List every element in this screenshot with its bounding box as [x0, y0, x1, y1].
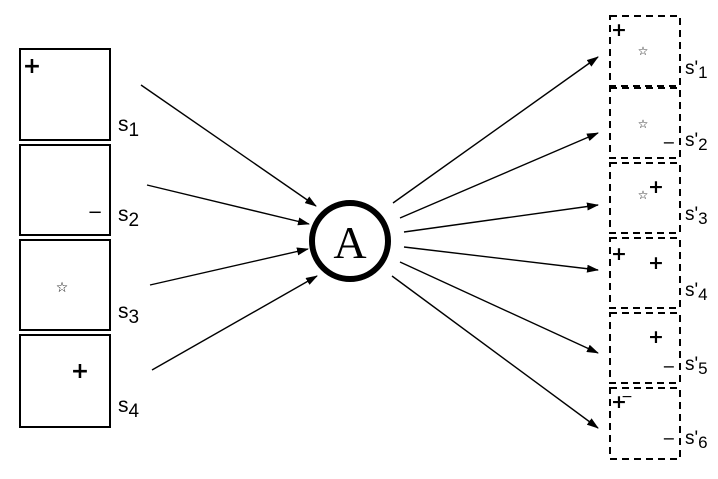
arrow-s4-to-agent: [151, 275, 318, 371]
result-state-s6prime: + − − s'6: [609, 387, 708, 460]
state-box: [19, 48, 111, 141]
state-box: [609, 87, 681, 159]
source-state-s2: − s2: [19, 144, 139, 236]
state-label: s1: [118, 113, 139, 141]
source-state-s1: + s1: [19, 48, 139, 141]
result-state-s3prime: ☆ + s'3: [609, 162, 708, 234]
state-box: [19, 334, 111, 428]
result-state-s5prime: + − s'5: [609, 312, 708, 384]
agent-circle: [309, 200, 391, 282]
state-label: s2: [118, 203, 139, 231]
state-label: s'6: [685, 428, 708, 452]
arrow-s3-to-agent: [149, 247, 309, 286]
state-box: [609, 312, 681, 384]
state-box: [609, 15, 681, 87]
state-label: s4: [118, 394, 140, 422]
arrow-agent-to-s3prime: [403, 202, 599, 233]
state-box: [19, 239, 111, 331]
arrow-s2-to-agent: [146, 184, 310, 226]
agent-label: A: [333, 217, 366, 268]
minus-marker: −: [621, 389, 633, 405]
arrow-agent-to-s2prime: [399, 132, 599, 219]
plus-marker: +: [648, 326, 664, 348]
source-state-s4: + s4: [19, 334, 140, 428]
result-state-s1prime: + ☆ s'1: [609, 15, 708, 87]
star-marker: ☆: [638, 117, 649, 131]
star-marker: ☆: [638, 44, 649, 58]
state-label: s'3: [685, 204, 708, 228]
state-label: s'5: [685, 354, 708, 378]
plus-marker: +: [611, 19, 627, 41]
arrow-agent-to-s5prime: [399, 261, 599, 354]
plus-marker: +: [611, 243, 627, 265]
plus-marker: +: [71, 359, 89, 384]
minus-marker: −: [662, 357, 675, 376]
plus-marker: +: [611, 391, 627, 413]
result-state-s4prime: + + s'4: [609, 237, 708, 309]
state-box: [609, 162, 681, 234]
plus-marker: +: [648, 252, 664, 274]
agent-node: A: [309, 200, 391, 282]
minus-marker: −: [662, 429, 675, 448]
arrow-agent-to-s6prime: [391, 275, 599, 429]
state-label: s'4: [685, 280, 708, 304]
plus-marker: +: [23, 54, 41, 79]
arrow-s1-to-agent: [140, 84, 317, 207]
minus-marker: −: [662, 133, 675, 152]
arrow-agent-to-s4prime: [403, 246, 599, 273]
state-box: [609, 237, 681, 309]
state-label: s'1: [685, 58, 708, 82]
state-box: [19, 144, 111, 236]
plus-marker: +: [648, 176, 664, 198]
state-label: s'2: [685, 130, 708, 154]
source-state-s3: ☆ s3: [19, 239, 139, 331]
result-state-s2prime: ☆ − s'2: [609, 87, 708, 159]
star-marker: ☆: [638, 188, 649, 202]
minus-marker: −: [87, 202, 102, 223]
arrow-agent-to-s1prime: [392, 56, 599, 204]
state-label: s3: [118, 300, 139, 328]
state-box: [609, 387, 681, 460]
star-marker: ☆: [56, 280, 69, 296]
